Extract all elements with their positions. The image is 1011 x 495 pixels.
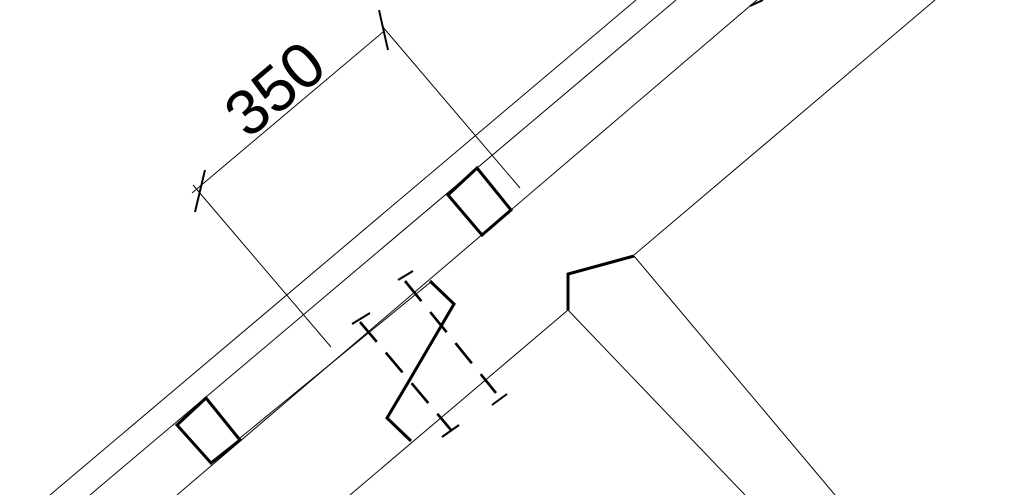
dimension-tick-left — [194, 169, 206, 213]
edge-line-4 — [633, 0, 936, 256]
edge-line-2 — [89, 0, 677, 495]
corner-line-1 — [567, 309, 746, 495]
break-symbol — [385, 279, 456, 443]
section-tick-1 — [351, 312, 371, 325]
dimension-350: 350 — [191, 9, 521, 348]
section-tick-3 — [397, 270, 414, 281]
extension-line-left — [192, 184, 332, 348]
dashed-line-right — [403, 280, 498, 394]
corner-chamfer — [566, 254, 635, 310]
dashed-line-left — [359, 321, 452, 431]
section-marks — [351, 270, 508, 438]
section-tick-2 — [441, 424, 460, 438]
corner-line-2 — [633, 255, 836, 495]
dimension-tick-right — [378, 9, 389, 51]
edge-line-1 — [49, 0, 637, 495]
edge-line-6 — [239, 280, 433, 439]
dimension-line — [191, 31, 384, 194]
rectangle-lower — [174, 395, 243, 466]
section-tick-4 — [491, 393, 508, 406]
diagonal-edge-lines — [49, 0, 936, 495]
edge-line-3 — [176, 0, 758, 495]
extension-line-right — [381, 25, 521, 189]
top-edge-tick — [749, 0, 764, 7]
dimension-value: 350 — [211, 27, 339, 151]
edge-line-5 — [349, 309, 569, 495]
rectangle-upper — [445, 165, 514, 238]
